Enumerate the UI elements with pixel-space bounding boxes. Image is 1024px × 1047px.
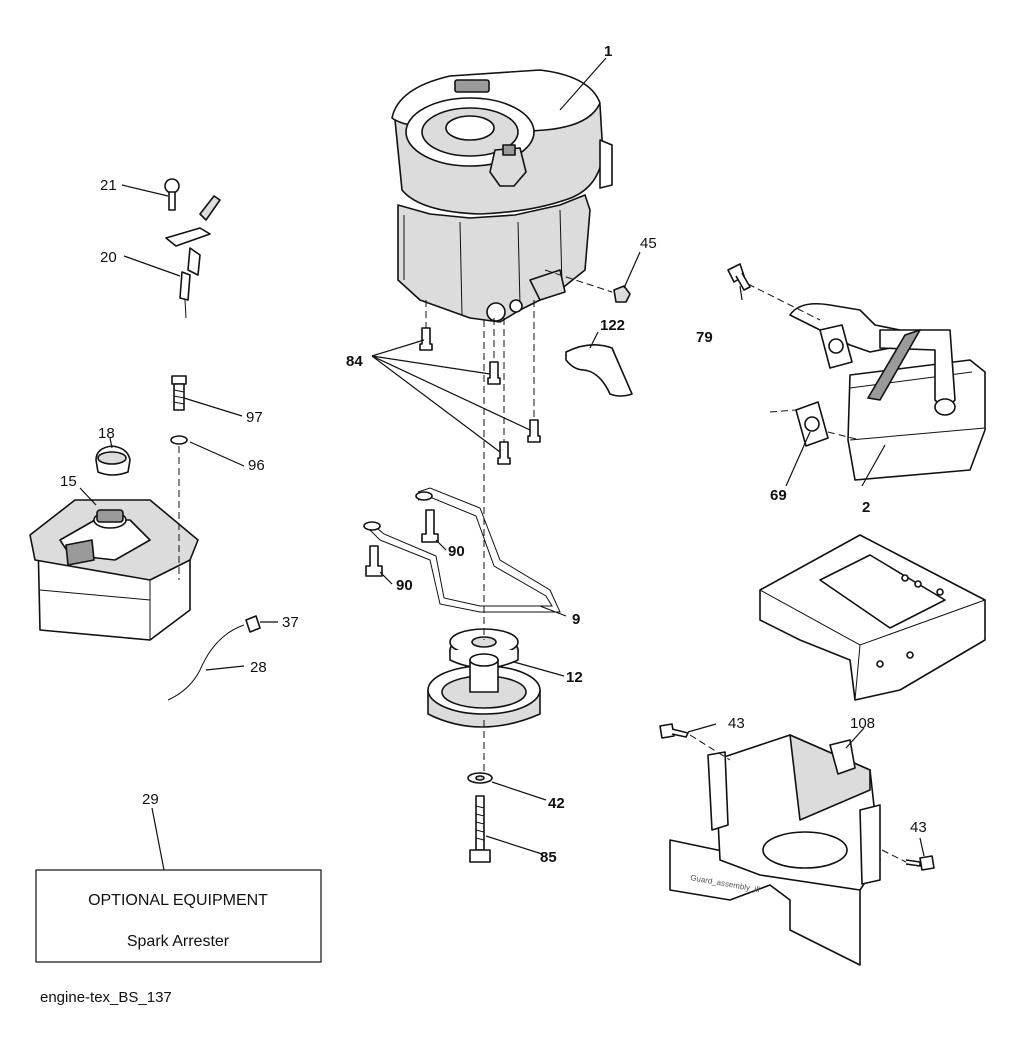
- callout-9: 9: [572, 611, 580, 628]
- engine: [391, 69, 613, 323]
- engine-bolts: [419, 300, 541, 465]
- shield-bolt-lower: [881, 849, 935, 871]
- optional-item: Spark Arrester: [127, 933, 230, 950]
- callout-28: 28: [250, 659, 267, 676]
- callout-122: 122: [600, 317, 625, 334]
- engine-nut: [544, 269, 631, 303]
- leader-lines: [79, 57, 925, 871]
- callout-37: 37: [282, 614, 299, 631]
- fuel-line-clamp: [245, 615, 261, 633]
- callout-108: 108: [850, 715, 875, 732]
- throttle-screw: [164, 178, 180, 211]
- callout-84: 84: [346, 353, 363, 370]
- tank-washer: [170, 435, 188, 580]
- callout-21: 21: [100, 177, 117, 194]
- callout-42: 42: [548, 795, 565, 812]
- callout-45: 45: [640, 235, 657, 252]
- callout-43-lower: 43: [910, 819, 927, 836]
- optional-heading: OPTIONAL EQUIPMENT: [88, 892, 268, 909]
- callout-labels: 1 2 9 12 15 18 20 21 28 29 37 42 43 43 4…: [60, 43, 927, 866]
- callout-97: 97: [246, 409, 263, 426]
- callout-2: 2: [862, 499, 870, 516]
- tank-bolt: [171, 375, 187, 411]
- belt-guide: [363, 487, 561, 613]
- callout-79: 79: [696, 329, 713, 346]
- fuel-line: [167, 624, 245, 701]
- callout-12: 12: [566, 669, 583, 686]
- callout-15: 15: [60, 473, 77, 490]
- callout-43-upper: 43: [728, 715, 745, 732]
- fuel-tank: [29, 499, 199, 641]
- muffler: [789, 302, 986, 481]
- callout-1: 1: [604, 43, 612, 60]
- small-pulley: [449, 628, 519, 669]
- heat-shield: Guard_assembly_ill: [669, 734, 881, 966]
- drawing-id: engine-tex_BS_137: [40, 989, 172, 1006]
- callout-20: 20: [100, 249, 117, 266]
- throttle-control: [165, 195, 221, 319]
- callout-96: 96: [248, 457, 265, 474]
- optional-equipment-box: OPTIONAL EQUIPMENT Spark Arrester: [35, 869, 322, 963]
- pulley-washer: [467, 772, 493, 784]
- callout-90-upper: 90: [448, 543, 465, 560]
- engine-mount-plate: [759, 534, 986, 701]
- callout-18: 18: [98, 425, 115, 442]
- fuel-cap: [95, 445, 131, 476]
- deflector: [565, 344, 633, 397]
- callout-29: 29: [142, 791, 159, 808]
- exhaust-gasket: [769, 401, 861, 447]
- pulley-bolt: [469, 795, 491, 863]
- callout-85: 85: [540, 849, 557, 866]
- callout-90-lower: 90: [396, 577, 413, 594]
- muffler-bolt: [727, 263, 821, 321]
- shield-bolt-upper: [659, 723, 731, 761]
- large-pulley: [427, 653, 541, 728]
- callout-69: 69: [770, 487, 787, 504]
- belt-guide-bolts: [365, 509, 439, 577]
